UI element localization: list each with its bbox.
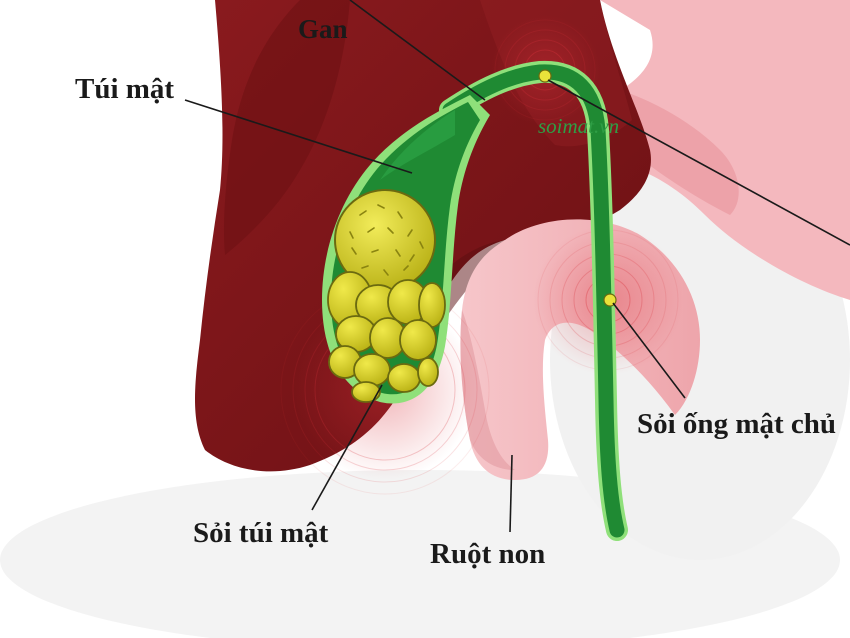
label-gallbladder: Túi mật	[75, 73, 174, 105]
leader-lines	[184, 0, 850, 533]
leader-duct-stone	[612, 302, 686, 399]
label-small-intestine: Ruột non	[430, 538, 545, 570]
leader-duct-top	[547, 79, 850, 246]
leader-gallbladder-stones	[311, 384, 383, 511]
common-bile-duct	[439, 60, 628, 541]
label-gallbladder-stones: Sỏi túi mật	[193, 517, 329, 549]
leader-liver	[349, 0, 486, 101]
small-gallstones	[327, 271, 446, 403]
gallstones	[327, 69, 617, 403]
watermark: soimat.vn	[538, 114, 619, 138]
leader-gallbladder	[184, 99, 413, 174]
label-common-bile-duct-stone: Sỏi ống mật chủ	[637, 408, 836, 440]
labels: Gan Túi mật Sỏi túi mật Ruột non Sỏi ống…	[75, 14, 836, 570]
label-liver: Gan	[298, 14, 348, 44]
leader-small-intestine	[509, 454, 513, 533]
